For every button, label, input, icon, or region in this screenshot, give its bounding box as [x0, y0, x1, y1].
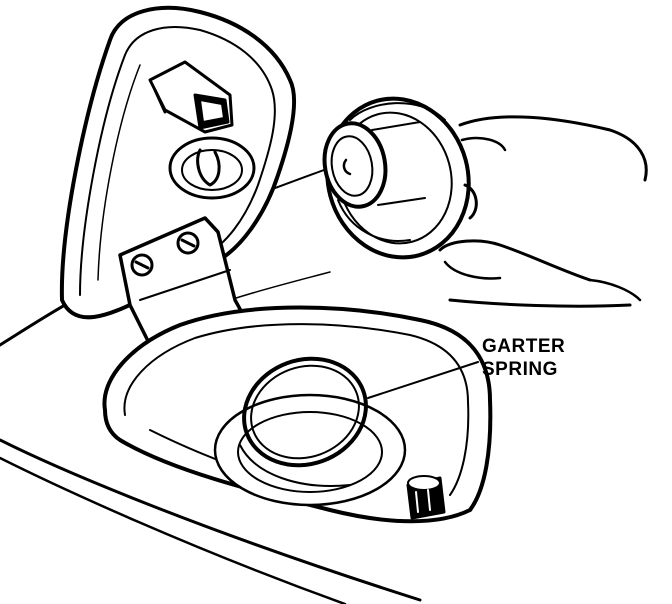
vent-valve — [408, 476, 444, 518]
tether-retainer — [150, 62, 254, 198]
callout-leader — [368, 362, 478, 398]
garter-spring — [229, 342, 381, 482]
callout-label-line1: GARTER — [482, 336, 566, 357]
filler-recess — [104, 308, 490, 522]
fuel-cap — [310, 83, 487, 274]
hand — [440, 117, 646, 306]
callout-label-line2: SPRING — [482, 359, 558, 380]
